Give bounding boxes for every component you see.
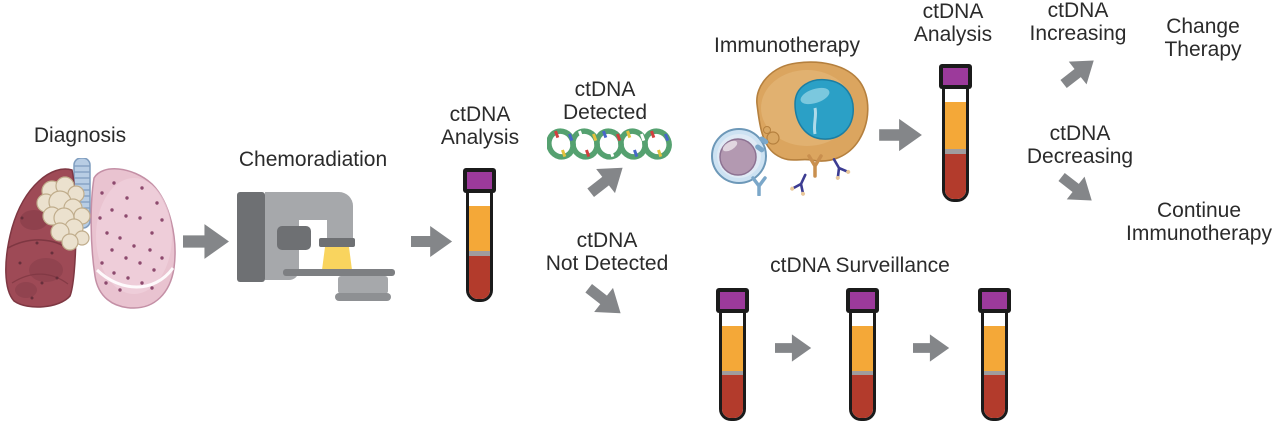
- ctdna-surveillance-label: ctDNA Surveillance: [770, 254, 950, 277]
- dna-base-pairs: [554, 130, 670, 158]
- change-therapy-label: Change Therapy: [1164, 15, 1242, 61]
- tube-cap: [978, 288, 1011, 313]
- ctdna-decreasing-label: ctDNA Decreasing: [1026, 122, 1134, 168]
- arrow-right-icon: [183, 221, 230, 262]
- t-cell-nucleus: [719, 138, 757, 176]
- radiotherapy-machine-icon: [236, 190, 396, 302]
- dna-helix-icon: [547, 128, 673, 160]
- arrow-down-right-icon: [577, 273, 634, 328]
- immunotherapy-label: Immunotherapy: [714, 34, 860, 57]
- tube-cap: [939, 64, 972, 89]
- blood-tube-icon: [846, 288, 879, 421]
- tumor-receptor: [807, 154, 823, 178]
- beam-head: [319, 238, 355, 247]
- blood-tube-icon: [939, 64, 972, 202]
- lungs-icon: [2, 158, 182, 310]
- ctdna-analysis-label-followup: ctDNA Analysis: [913, 0, 993, 46]
- ctdna-detected-label: ctDNA Detected: [562, 78, 648, 124]
- receptor-binding: [755, 126, 780, 153]
- radiation-beam: [322, 247, 352, 270]
- arrow-right-icon: [878, 116, 924, 154]
- diagnosis-label: Diagnosis: [33, 124, 127, 147]
- tumor-mass: [36, 176, 91, 251]
- arrow-right-icon: [411, 221, 453, 262]
- continue-immunotherapy-label: Continue Immunotherapy: [1126, 199, 1272, 245]
- blood-tube-icon: [463, 168, 496, 302]
- antibody-icon: [790, 158, 851, 196]
- arrow-right-icon: [913, 331, 950, 365]
- right-lung: [90, 168, 176, 309]
- table-base: [335, 293, 391, 301]
- blood-tube-icon: [978, 288, 1011, 421]
- arrow-up-right-icon: [1051, 45, 1107, 99]
- treatment-table: [283, 269, 395, 276]
- tube-cap: [846, 288, 879, 313]
- blood-tube-icon: [716, 288, 749, 421]
- arrow-down-right-icon: [1049, 162, 1105, 216]
- arrow-up-right-icon: [579, 152, 636, 207]
- tube-cap: [463, 168, 496, 193]
- machine-panel: [277, 226, 311, 250]
- arrow-right-icon: [775, 331, 812, 365]
- ctdna-not-detected-label: ctDNA Not Detected: [545, 229, 669, 275]
- chemoradiation-label: Chemoradiation: [238, 148, 388, 171]
- t-cell-receptor: [751, 176, 767, 196]
- table-pedestal: [338, 276, 388, 294]
- ctdna-increasing-label: ctDNA Increasing: [1029, 0, 1127, 45]
- t-cell: [711, 128, 767, 184]
- machine-stand: [237, 192, 265, 282]
- tumor-cell: [756, 61, 869, 162]
- tube-cap: [716, 288, 749, 313]
- immune-cells-icon: [697, 56, 879, 196]
- ctdna-analysis-label-initial: ctDNA Analysis: [440, 103, 520, 149]
